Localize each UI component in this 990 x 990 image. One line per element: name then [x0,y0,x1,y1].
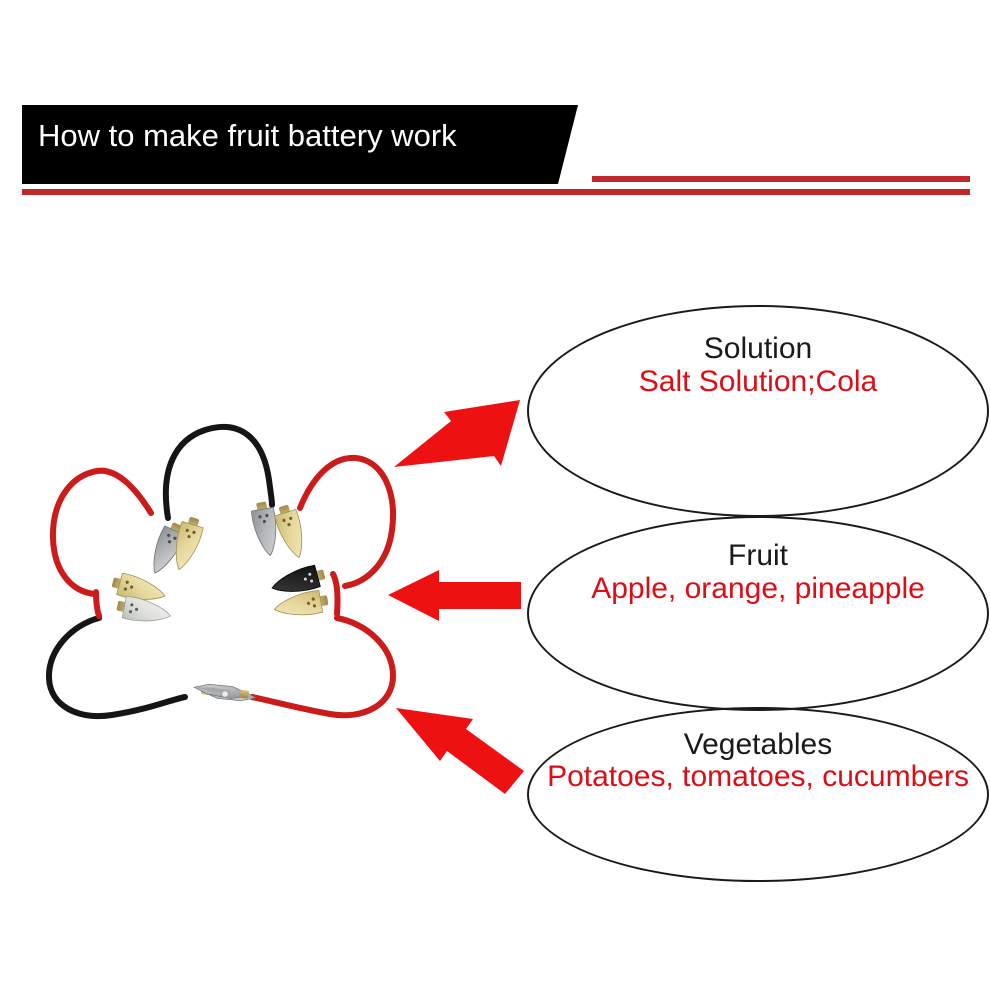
clip-white-middle-left [114,593,174,628]
circuit-clips [109,499,331,705]
clip-gold-middle-right [272,588,331,622]
clip-gold-upper-left [167,514,207,574]
callout-solution-title: Solution [703,332,813,365]
callout-solution-body: Salt Solution;Cola [638,364,878,398]
circuit-wires [45,423,397,719]
lower-red-rule [22,189,970,195]
wire-black-lower-left [45,615,188,719]
arrow-to-vegetables-icon [396,708,524,794]
callout-fruit-body: Apple, orange, pineapple [591,571,925,605]
callout-fruit-title: Fruit [728,539,788,572]
arrow-to-fruit-icon [388,570,521,621]
page-title: How to make fruit battery work [38,118,457,153]
upper-red-rule [592,176,970,182]
clip-silver-upper-left [144,518,189,579]
clip-gold-middle-left [109,570,169,608]
clip-joint-highlight [221,690,229,698]
clip-silver-upper-right [249,499,283,558]
clip-black-middle-right [268,562,328,600]
wire-red-stub-right [330,571,341,617]
arrow-to-solution-icon [394,400,520,467]
callout-fruit[interactable]: Fruit Apple, orange, pineapple [527,516,989,711]
callout-solution[interactable]: Solution Salt Solution;Cola [527,305,989,517]
wire-red-upper-right [297,454,396,589]
callout-vegetables-title: Vegetables [683,728,833,761]
wire-black-top [162,423,275,521]
wire-red-upper-left [49,467,154,597]
header-banner [22,105,970,195]
wire-red-lower-right [249,615,397,719]
callout-vegetables[interactable]: Vegetables Potatoes, tomatoes, cucumbers [527,707,989,882]
wire-red-stub-left [93,589,102,619]
callout-vegetables-body: Potatoes, tomatoes, cucumbers [547,759,969,793]
callout-arrows [388,400,524,794]
header-banner-shape [22,105,578,184]
clip-croc-bottom-left [199,683,258,705]
clip-gold-upper-right [271,502,311,562]
clip-croc-bottom-right [192,680,251,702]
